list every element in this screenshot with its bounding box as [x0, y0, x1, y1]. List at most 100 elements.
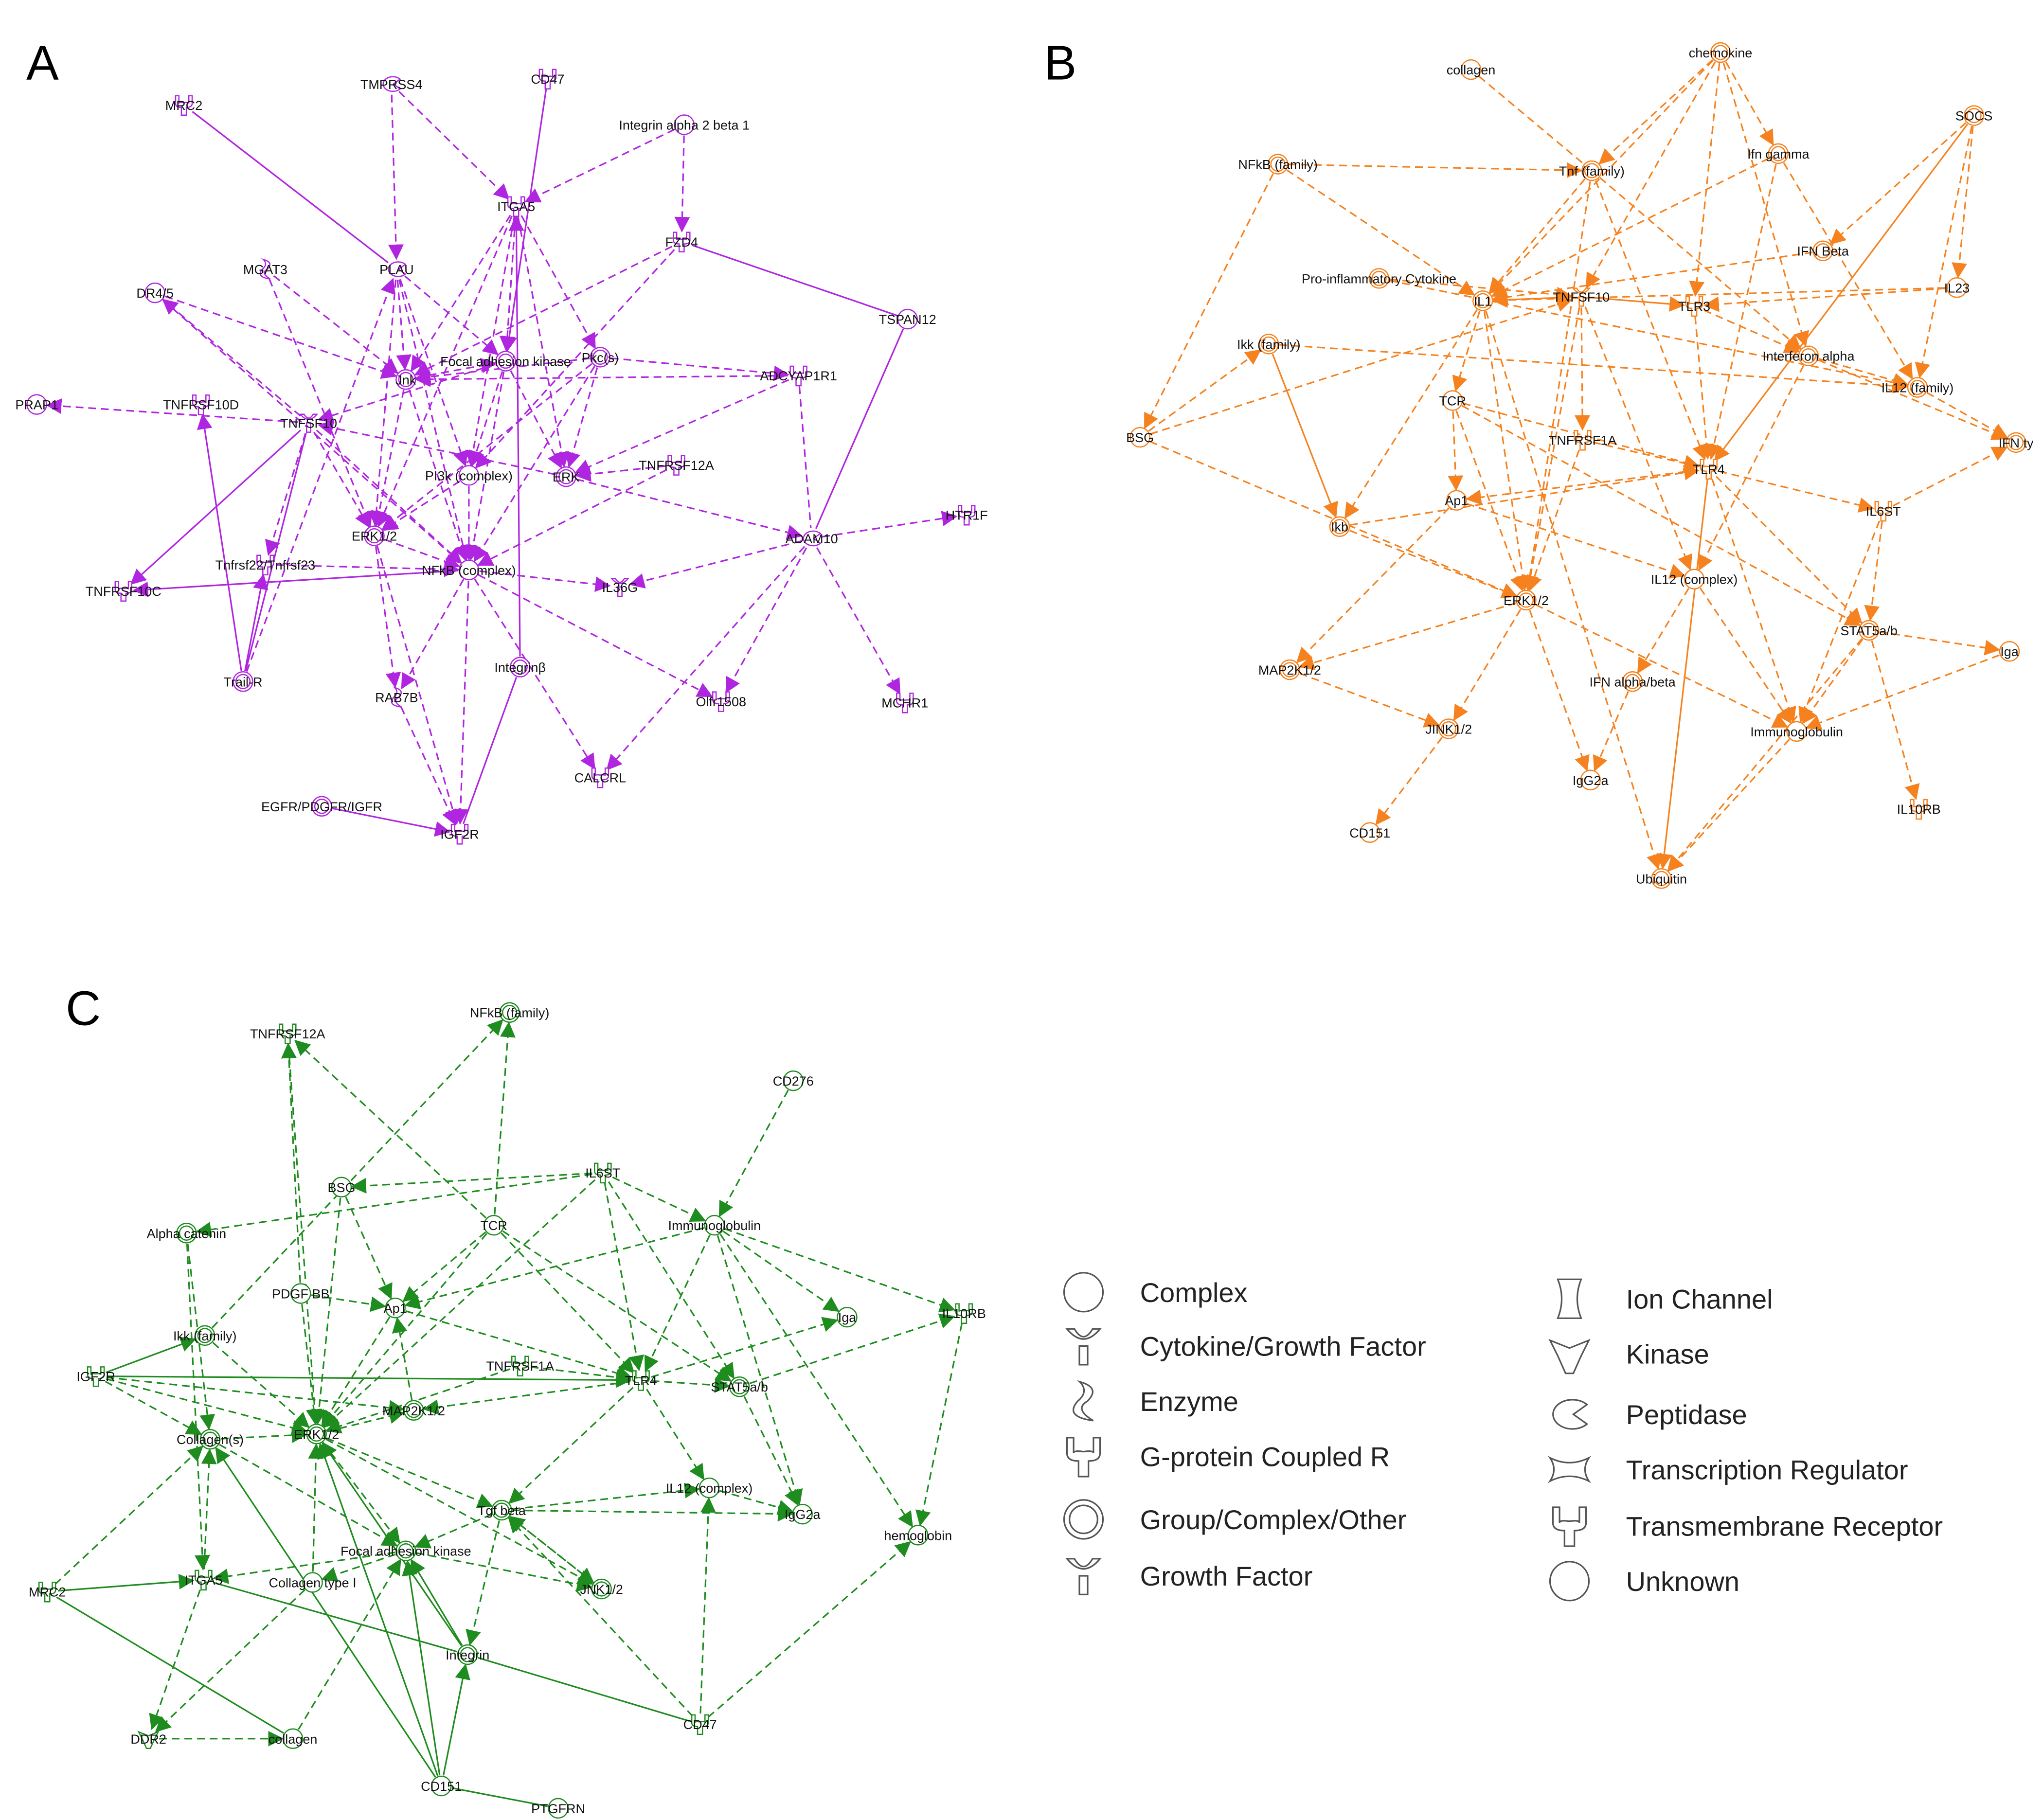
node-tlr4[interactable]: TLR4	[625, 1370, 657, 1391]
node-socs[interactable]: SOCS	[1955, 105, 1993, 126]
node-stat5[interactable]: STAT5a/b	[711, 1376, 768, 1397]
node-pdgfbb[interactable]: PDGF BB	[272, 1283, 330, 1304]
node-ifnbeta[interactable]: IFN Beta	[1797, 240, 1849, 261]
node-igg2a[interactable]: IgG2a	[785, 1503, 821, 1525]
node-igf2r[interactable]: IGF2R	[76, 1366, 115, 1387]
node-hemoglobin[interactable]: hemoglobin	[884, 1525, 952, 1546]
node-tnfrsf10c[interactable]: TNFRSF10C	[86, 581, 161, 602]
node-mrc2[interactable]: MRC2	[29, 1581, 66, 1603]
node-cd47[interactable]: CD47	[531, 69, 564, 90]
node-mchr1[interactable]: MCHR1	[881, 693, 928, 714]
node-adcyap1r1[interactable]: ADCYAP1R1	[760, 365, 837, 387]
node-il12c[interactable]: IL12 (complex)	[666, 1477, 753, 1499]
node-pi3k[interactable]: PI3k (complex)	[425, 465, 513, 486]
node-proinf[interactable]: Pro-inflammatory Cytokine	[1302, 268, 1456, 289]
node-tmprss4[interactable]: TMPRSS4	[360, 76, 423, 92]
node-plau[interactable]: PLAU	[379, 261, 414, 277]
node-tcr[interactable]: TCR	[480, 1214, 507, 1236]
node-ptgfrn[interactable]: PTGFRN	[531, 1798, 585, 1819]
node-ddr2[interactable]: DDR2	[130, 1731, 166, 1749]
node-iga[interactable]: Iga	[1999, 641, 2020, 662]
node-tspan12[interactable]: TSPAN12	[879, 308, 936, 330]
node-cd276[interactable]: CD276	[773, 1070, 814, 1091]
node-erk12[interactable]: ERK1/2	[1504, 589, 1549, 611]
node-il12f[interactable]: IL12 (family)	[1882, 377, 1954, 398]
node-tnfrsf12a[interactable]: TNFRSF12A	[639, 455, 714, 476]
node-ikb[interactable]: Ikb	[1329, 516, 1350, 537]
node-integrin[interactable]: Integrin	[446, 1644, 489, 1665]
node-nfkb[interactable]: NFkB (complex)	[422, 559, 516, 581]
node-il12c[interactable]: IL12 (complex)	[1651, 569, 1738, 589]
node-dr45[interactable]: DR4/5	[136, 282, 174, 303]
node-igg2a[interactable]: IgG2a	[1573, 769, 1609, 791]
node-cd151[interactable]: CD151	[1349, 822, 1390, 843]
node-erk12[interactable]: ERK1/2	[352, 525, 397, 546]
node-pkcs[interactable]: Pkc(s)	[582, 347, 619, 368]
node-bsg[interactable]: BSG	[1126, 427, 1154, 448]
node-itga2b1[interactable]: Integrin alpha 2 beta 1	[619, 114, 750, 135]
node-egfr[interactable]: EGFR/PDGFR/IGFR	[261, 796, 382, 817]
node-adam10[interactable]: ADAM10	[786, 530, 838, 547]
node-tcr[interactable]: TCR	[1439, 390, 1466, 411]
node-ap1[interactable]: Ap1	[1445, 490, 1468, 511]
node-prap1[interactable]: PRAP1	[15, 394, 58, 415]
node-erk[interactable]: ERK	[553, 466, 580, 487]
node-nfkbf[interactable]: NFkB (family)	[470, 1002, 550, 1023]
node-ifng[interactable]: Ifn gamma	[1747, 143, 1810, 164]
node-tnfrsf1a[interactable]: TNFRSF1A	[486, 1356, 554, 1377]
node-tnfrsf1a[interactable]: TNFRSF1A	[1549, 430, 1617, 451]
node-htr1f[interactable]: HTR1F	[946, 504, 988, 526]
node-tnfrsf22[interactable]: Tnfrsf22/Tnfrsf23	[215, 554, 316, 576]
node-trailr[interactable]: Trail-R	[224, 671, 263, 692]
node-mrc2[interactable]: MRC2	[165, 95, 203, 116]
node-alphacat[interactable]: Alpha catenin	[147, 1223, 227, 1244]
node-cd151[interactable]: CD151	[421, 1775, 462, 1797]
node-il36g[interactable]: IL36G	[602, 578, 638, 597]
node-jnk12[interactable]: JINK1/2	[1425, 718, 1472, 739]
node-il1[interactable]: IL1	[1472, 290, 1493, 311]
node-fak[interactable]: Focal adhesion kinase	[340, 1540, 471, 1561]
node-jnk[interactable]: Jnk	[395, 369, 416, 390]
node-integrinb[interactable]: Integrinβ	[494, 657, 546, 678]
node-stat5[interactable]: STAT5a/b	[1840, 620, 1898, 641]
node-fak[interactable]: Focal adhesion kinase	[440, 351, 571, 372]
node-map2k12[interactable]: MAP2K1/2	[1258, 659, 1321, 680]
node-igf2r[interactable]: IGF2R	[440, 824, 479, 845]
node-tnff[interactable]: Tnf (family)	[1559, 160, 1625, 181]
node-tgfb[interactable]: Tgf beta	[478, 1499, 526, 1521]
node-il10rb[interactable]: IL10RB	[942, 1303, 986, 1324]
node-tnfsf10[interactable]: TNFSF10	[1553, 287, 1610, 307]
node-ubiquitin[interactable]: Ubiquitin	[1636, 868, 1687, 889]
node-ap1[interactable]: Ap1	[384, 1297, 407, 1319]
node-collageni[interactable]: Collagen type I	[269, 1572, 357, 1593]
node-itga5[interactable]: ITGA5	[184, 1570, 223, 1591]
node-il6st[interactable]: IL6ST	[585, 1162, 620, 1184]
node-tnfrsf12a[interactable]: TNFRSF12A	[250, 1023, 325, 1044]
node-rab7b[interactable]: RAB7B	[375, 686, 418, 708]
node-ikkf[interactable]: Ikk (family)	[173, 1325, 237, 1346]
node-ikkf[interactable]: Ikk (family)	[1237, 334, 1301, 355]
node-olfr1508[interactable]: Olfr1508	[696, 691, 747, 712]
node-ifna[interactable]: Interferon alpha	[1762, 345, 1855, 366]
node-il23[interactable]: IL23	[1944, 277, 1970, 298]
node-fzd4[interactable]: FZD4	[665, 232, 699, 252]
node-tnfrsf10d[interactable]: TNFRSF10D	[163, 394, 239, 415]
node-iga[interactable]: Iga	[837, 1306, 858, 1328]
node-tlr3[interactable]: TLR3	[1678, 296, 1710, 317]
node-calcrl[interactable]: CALCRL	[574, 767, 627, 788]
node-ig[interactable]: Immunoglobulin	[1750, 721, 1843, 742]
node-jnk12[interactable]: JNK1/2	[580, 1578, 623, 1600]
node-il6st[interactable]: IL6ST	[1866, 500, 1901, 522]
node-itga5[interactable]: ITGA5	[497, 196, 535, 217]
node-nfkbf[interactable]: NFkB (family)	[1238, 154, 1318, 175]
node-ig[interactable]: Immunoglobulin	[668, 1214, 761, 1236]
node-bsg[interactable]: BSG	[327, 1177, 356, 1198]
node-erk12[interactable]: ERK1/2	[294, 1424, 339, 1445]
node-mgat3[interactable]: MGAT3	[243, 258, 287, 280]
node-cd47[interactable]: CD47	[683, 1714, 717, 1735]
node-chemokine[interactable]: chemokine	[1689, 42, 1753, 63]
node-map2k12[interactable]: MAP2K1/2	[382, 1400, 445, 1421]
node-tlr4[interactable]: TLR4	[1693, 459, 1725, 480]
node-il10rb[interactable]: IL10RB	[1897, 799, 1941, 820]
node-ifnty[interactable]: IFN ty	[1999, 432, 2034, 453]
